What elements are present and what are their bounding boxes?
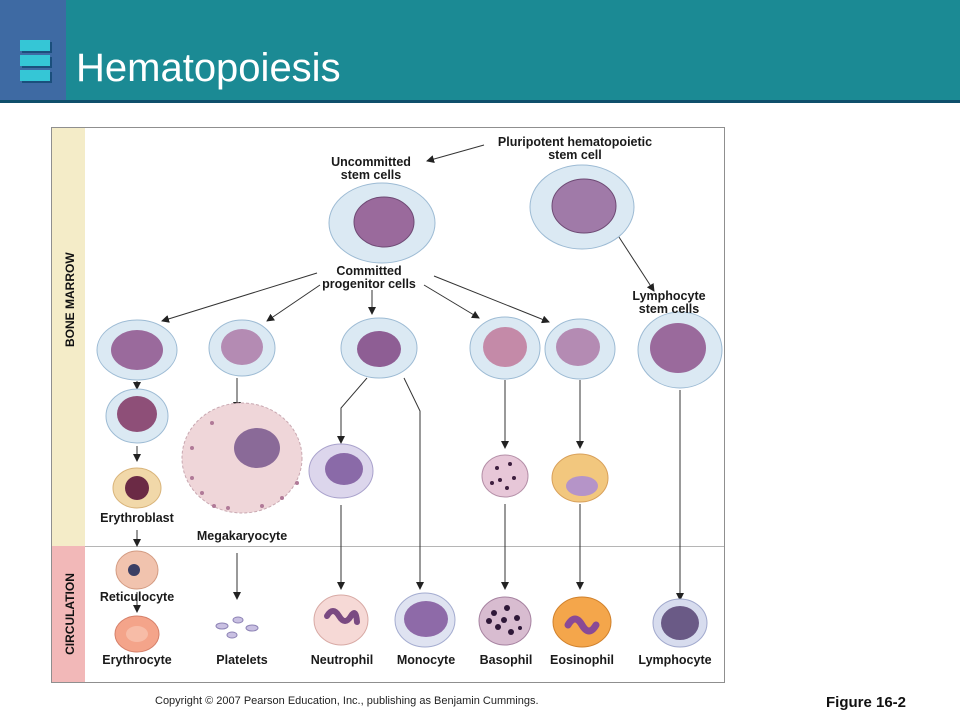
arrow-to-eosinophil-progenitor xyxy=(433,275,550,324)
zone-divider-line xyxy=(85,546,724,547)
megakaryocyte-label: Megakaryocyte xyxy=(196,529,288,543)
proerythroblast-cell xyxy=(105,388,169,444)
bone-marrow-band xyxy=(52,128,85,546)
copyright-notice: Copyright © 2007 Pearson Education, Inc.… xyxy=(155,695,539,707)
uncommitted-stem-cells-label: Uncommitted stem cells xyxy=(316,156,426,182)
erythroblast-cell xyxy=(112,467,162,509)
figure-number: Figure 16-2 xyxy=(826,694,907,711)
arrow-to-basophil-progenitor xyxy=(423,284,480,319)
arrow-pluripotent-to-uncommitted xyxy=(426,144,485,163)
erythroid-progenitor-cell xyxy=(96,319,178,381)
lymphocyte-stem-cells-label: Lymphocyte stem cells xyxy=(619,290,719,316)
neutrophil-label: Neutrophil xyxy=(310,653,374,667)
arrow-to-megakaryocyte-progenitor xyxy=(266,284,321,322)
basophil-precursor-cell xyxy=(481,454,529,498)
platelets-label: Platelets xyxy=(216,653,268,667)
hematopoiesis-figure: BONE MARROW CIRCULATION xyxy=(51,127,725,683)
monocyte-cell xyxy=(394,592,456,648)
pluripotent-label-line-2: stem cell xyxy=(548,148,602,162)
lymphocyte-stem-cell xyxy=(637,311,723,389)
arrow-to-lymphocyte-stem xyxy=(616,233,655,292)
lymphocyte-label: Lymphocyte xyxy=(638,653,712,667)
committed-progenitor-cells-label: Committed progenitor cells xyxy=(304,265,434,291)
eosinophil-progenitor-cell xyxy=(544,318,616,380)
slide-title: Hematopoiesis xyxy=(76,46,341,90)
uncommitted-stem-cell xyxy=(328,182,436,264)
erythroblast-label: Erythroblast xyxy=(100,511,174,525)
uncommitted-label-line-2: stem cells xyxy=(340,168,402,182)
platelet-cells xyxy=(215,616,259,639)
committed-label-line-2: progenitor cells xyxy=(322,277,416,291)
myeloid-progenitor-cell xyxy=(340,317,418,379)
lymphocyte-stem-label-line-1: Lymphocyte xyxy=(632,289,706,303)
reticulocyte-cell xyxy=(115,550,159,590)
arrow-to-neutrophil-precursor xyxy=(337,377,368,444)
lymphocyte-cell xyxy=(652,598,708,648)
arrow-to-erythroid-progenitor xyxy=(161,272,318,323)
eosinophil-cell xyxy=(552,596,612,648)
arrow-to-monocyte xyxy=(403,377,424,590)
basophil-cell xyxy=(478,596,532,646)
erythrocyte-label: Erythrocyte xyxy=(102,653,172,667)
eosinophil-precursor-cell xyxy=(551,453,609,503)
lineage-arrows xyxy=(133,144,684,613)
neutrophil-precursor-cell xyxy=(308,443,374,499)
reticulocyte-label: Reticulocyte xyxy=(99,590,175,604)
title-bar-underline xyxy=(0,100,960,103)
megakaryocyte-progenitor-cell xyxy=(208,319,276,377)
cell-lineage-diagram xyxy=(96,144,723,653)
neutrophil-cell xyxy=(313,594,369,646)
committed-label-line-1: Committed xyxy=(336,264,402,278)
uncommitted-label-line-1: Uncommitted xyxy=(331,155,411,169)
monocyte-label: Monocyte xyxy=(396,653,456,667)
eosinophil-label: Eosinophil xyxy=(550,653,614,667)
basophil-label: Basophil xyxy=(479,653,533,667)
megakaryocyte-cell xyxy=(181,402,303,514)
stacked-bars-logo-icon xyxy=(20,40,50,84)
pluripotent-stem-cell-label: Pluripotent hematopoietic stem cell xyxy=(470,136,680,162)
circulation-band xyxy=(52,546,85,682)
title-bar xyxy=(0,0,960,100)
pluripotent-stem-cell xyxy=(529,164,635,250)
basophil-progenitor-cell xyxy=(469,316,541,380)
erythrocyte-cell xyxy=(114,615,160,653)
cells xyxy=(96,164,723,653)
pluripotent-label-line-1: Pluripotent hematopoietic xyxy=(497,135,653,149)
lymphocyte-stem-label-line-2: stem cells xyxy=(638,302,700,316)
